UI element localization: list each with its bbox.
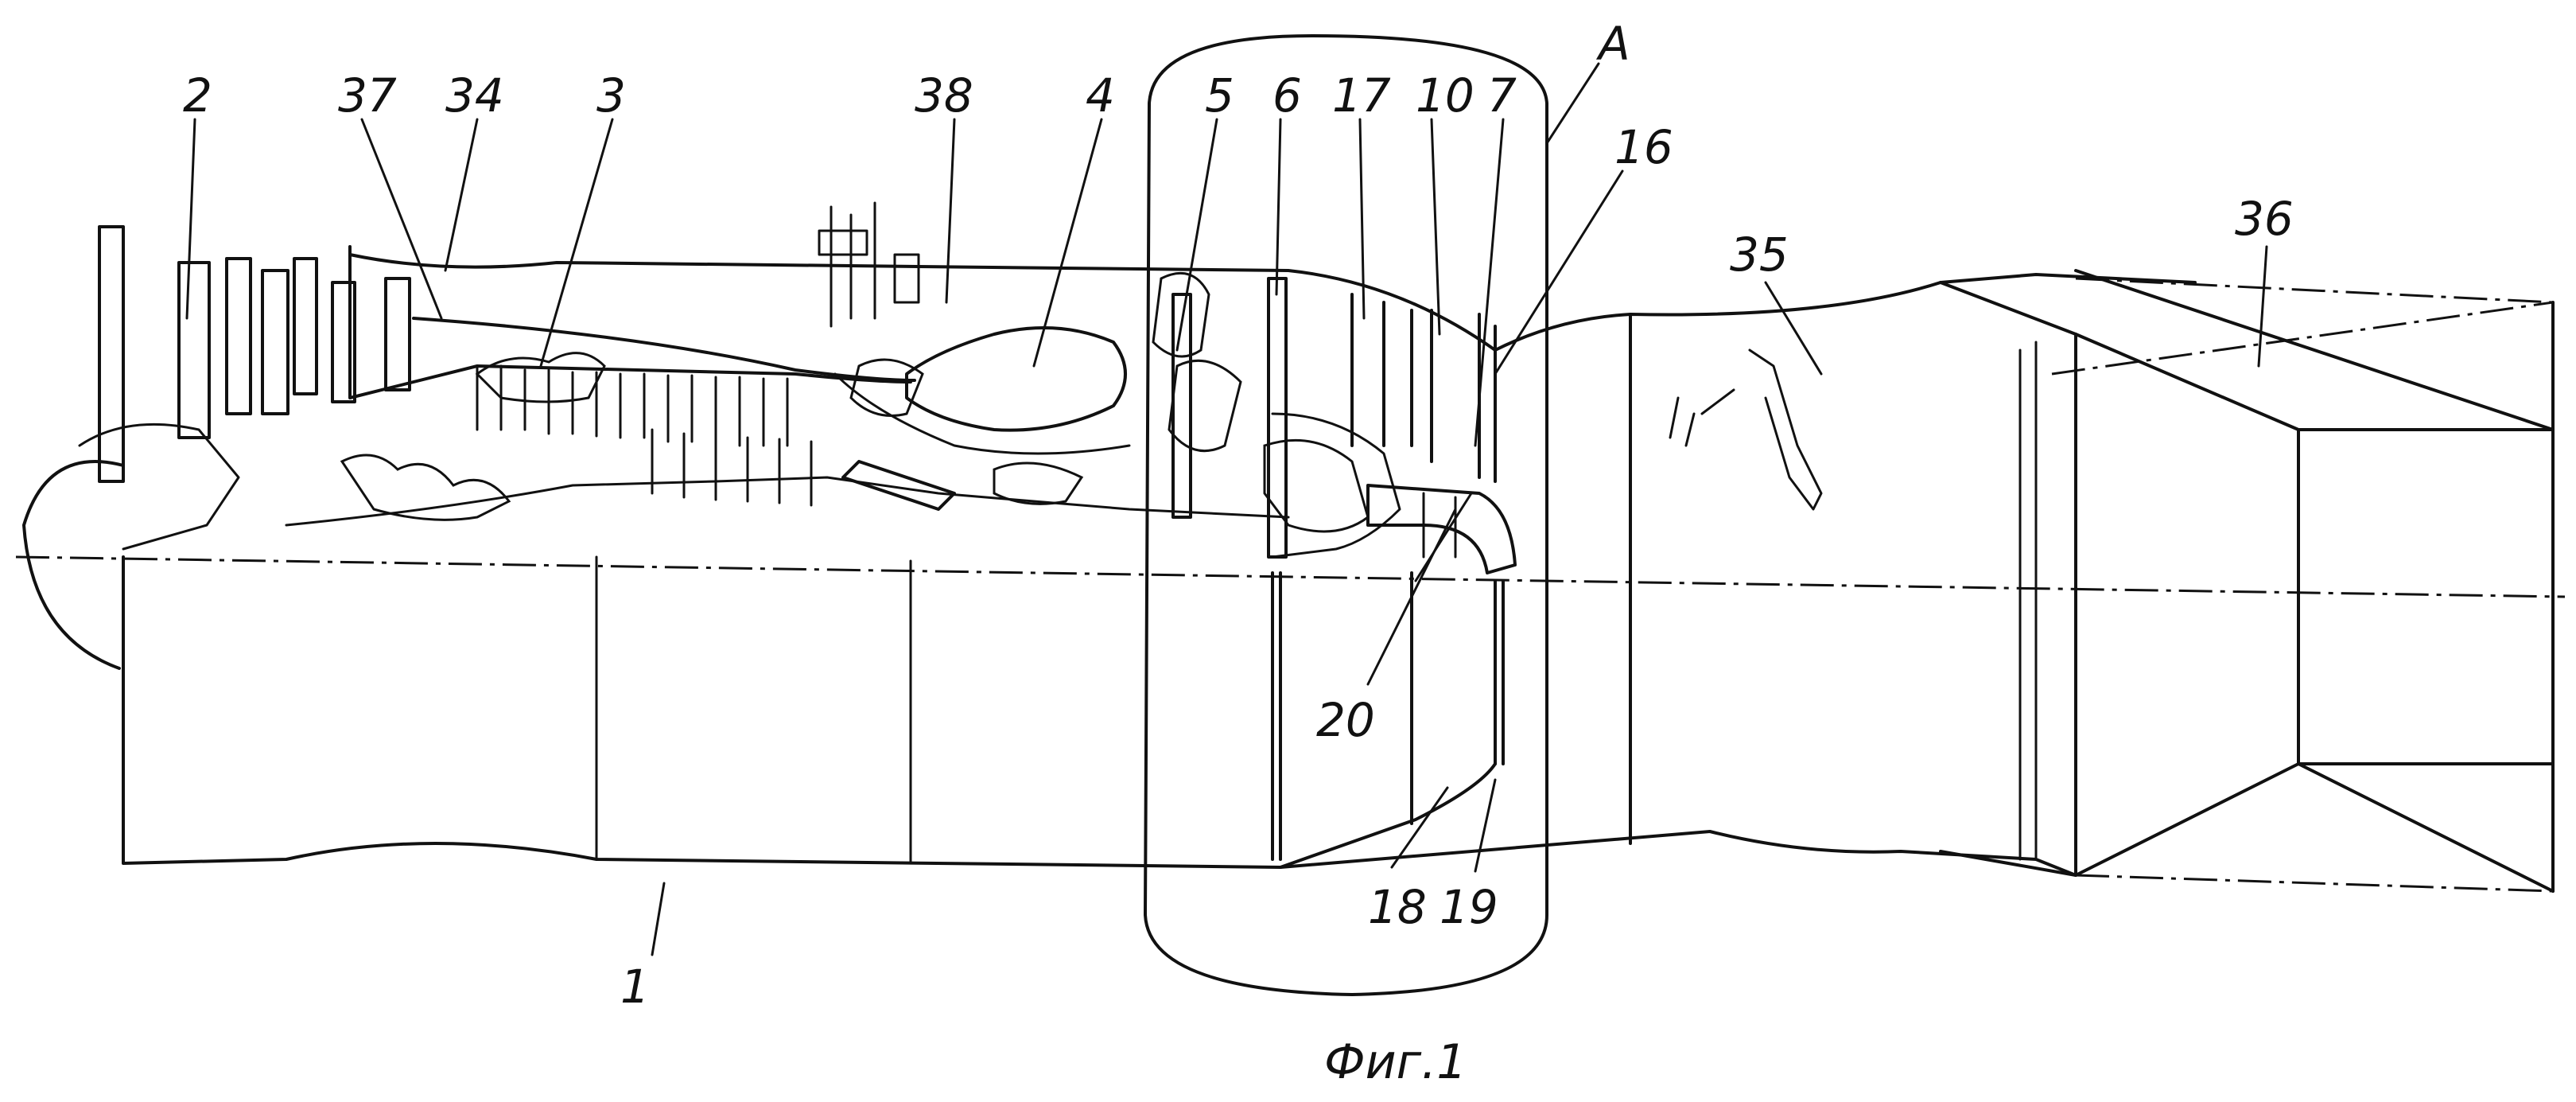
combustion-chamber bbox=[905, 326, 1127, 432]
turbine-disk bbox=[1271, 412, 1401, 559]
label-4: 4 bbox=[1086, 68, 1115, 123]
compressor-inner bbox=[285, 476, 1290, 527]
leader-37 bbox=[360, 118, 443, 320]
leader-20 bbox=[1366, 508, 1457, 686]
nozzle-flare-3 bbox=[2075, 874, 2554, 893]
transition-duct bbox=[1366, 484, 1517, 574]
label-35: 35 bbox=[1730, 228, 1789, 282]
label-20: 20 bbox=[1316, 693, 1375, 747]
afterburner-details bbox=[1669, 388, 1735, 447]
label-6: 6 bbox=[1272, 68, 1302, 123]
leader-17 bbox=[1358, 118, 1366, 320]
nozzle-diag bbox=[2051, 301, 2554, 376]
lower-turbine bbox=[1271, 571, 1505, 869]
label-37: 37 bbox=[338, 68, 397, 123]
detail-A-leader bbox=[1545, 62, 1600, 145]
leader-5 bbox=[1175, 118, 1218, 352]
leader-7 bbox=[1474, 118, 1505, 447]
combustor-liner bbox=[833, 372, 1131, 455]
leader-34 bbox=[444, 118, 479, 272]
leader-35 bbox=[1764, 281, 1823, 376]
label-18: 18 bbox=[1368, 880, 1427, 934]
leader-1 bbox=[651, 882, 666, 956]
label-38: 38 bbox=[915, 68, 973, 123]
leader-6 bbox=[1275, 118, 1282, 296]
label-A: A bbox=[1595, 17, 1630, 71]
label-34: 34 bbox=[445, 68, 504, 123]
fan-hub bbox=[78, 422, 240, 551]
fan-blades bbox=[98, 225, 411, 483]
nozzle-flare-2 bbox=[2075, 277, 2554, 304]
front-casing-upper bbox=[348, 253, 2197, 352]
transition-inner bbox=[1414, 492, 1473, 582]
leader-16 bbox=[1494, 169, 1624, 376]
leader-19 bbox=[1474, 778, 1497, 873]
label-7: 7 bbox=[1487, 68, 1517, 123]
top-accessories bbox=[818, 201, 920, 328]
label-16: 16 bbox=[1614, 120, 1673, 174]
leader-18 bbox=[1390, 786, 1449, 869]
label-19: 19 bbox=[1440, 880, 1498, 934]
label-3: 3 bbox=[596, 68, 626, 123]
detail-A-outline bbox=[1144, 34, 1548, 996]
intake-spinner bbox=[22, 460, 125, 670]
compressor-drum bbox=[412, 317, 916, 382]
leader-38 bbox=[945, 118, 956, 304]
label-1: 1 bbox=[620, 960, 650, 1014]
nozzle-housing bbox=[1939, 281, 2300, 877]
mechanism-clusters bbox=[340, 271, 1370, 533]
leader-10 bbox=[1430, 118, 1441, 336]
label-5: 5 bbox=[1205, 68, 1234, 123]
fuel-nozzle bbox=[841, 460, 956, 511]
label-36: 36 bbox=[2235, 192, 2294, 246]
front-casing-lower bbox=[122, 555, 2077, 877]
nozzle-flare-1 bbox=[2074, 269, 2555, 431]
leader-2 bbox=[185, 118, 196, 320]
nozzle-flare-4 bbox=[2297, 762, 2555, 893]
afterburner-strut bbox=[1748, 349, 1823, 511]
label-2: 2 bbox=[183, 68, 212, 123]
label-10: 10 bbox=[1416, 68, 1474, 123]
leader-3 bbox=[539, 118, 614, 368]
leader-36 bbox=[2257, 245, 2268, 368]
figure-caption: Фиг.1 bbox=[1324, 1034, 1467, 1090]
leader-4 bbox=[1032, 118, 1103, 368]
compressor-stages bbox=[476, 364, 813, 507]
center-axis bbox=[15, 555, 2566, 598]
label-17: 17 bbox=[1332, 68, 1391, 123]
